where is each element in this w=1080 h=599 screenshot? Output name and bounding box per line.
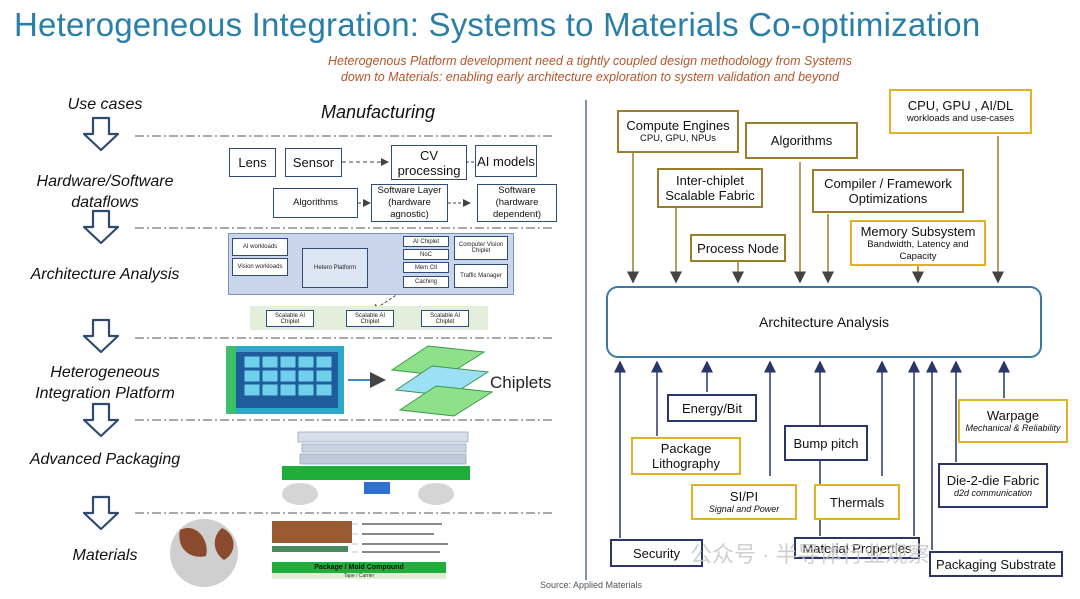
architecture-analysis-box: Architecture Analysis	[606, 286, 1042, 358]
flow-software-layer: Software Layer (hardware agnostic)	[371, 184, 448, 222]
warpage-sub: Mechanical & Reliability	[965, 423, 1061, 433]
thermals-box: Thermals	[814, 484, 900, 520]
package-lithography-box: Package Lithography	[631, 437, 741, 475]
inter-chiplet-fabric-box: Inter-chiplet Scalable Fabric	[657, 168, 763, 208]
flow-algorithms: Algorithms	[273, 188, 358, 218]
arch-cv-chiplet: Computer Vision Chiplet	[454, 236, 508, 260]
tape-carrier-label: Tape / Carrier	[343, 573, 375, 579]
subtitle-line-1: Heterogenous Platform development need a…	[328, 54, 852, 68]
arch-vision-workloads: Vision workloads	[232, 258, 288, 276]
scalable-ai-chiplet-2: Scalable AI Chiplet	[346, 310, 394, 327]
stage-hw-sw-dataflows: Hardware/Software dataflows	[36, 173, 174, 211]
arch-hetero-platform: Hetero Platform	[302, 248, 368, 288]
scalable-ai-chiplet-1: Scalable AI Chiplet	[266, 310, 314, 327]
scalable-ai-chiplet-3: Scalable AI Chiplet	[421, 310, 469, 327]
stage-materials: Materials	[72, 547, 138, 564]
algorithms-box: Algorithms	[745, 122, 858, 159]
stage-architecture-analysis: Architecture Analysis	[30, 266, 180, 283]
memory-subsystem-sub: Bandwidth, Latency and Capacity	[867, 238, 969, 262]
process-node-box: Process Node	[690, 234, 786, 262]
arch-noc: NoC	[403, 249, 449, 260]
compute-engines-title: Compute Engines	[626, 118, 730, 133]
stage-advanced-packaging: Advanced Packaging	[29, 451, 181, 468]
packaging-substrate-box: Packaging Substrate	[929, 551, 1063, 577]
warpage-box: Warpage Mechanical & Reliability	[958, 399, 1068, 443]
compute-engines-sub: CPU, GPU, NPUs	[639, 133, 716, 144]
arch-traffic-manager: Traffic Manager	[454, 264, 508, 288]
cpu-gpu-ai-sub: workloads and use-cases	[906, 113, 1015, 124]
flow-lens: Lens	[229, 148, 276, 177]
compute-engines-box: Compute Engines CPU, GPU, NPUs	[617, 110, 739, 153]
package-mold-label: Package / Mold Compound	[314, 564, 404, 571]
warpage-title: Warpage	[986, 408, 1040, 423]
subtitle-line-2: down to Materials: enabling early archit…	[340, 70, 840, 84]
material-properties-box: Material Properties	[794, 537, 920, 559]
compiler-framework-box: Compiler / Framework Optimizations	[812, 169, 964, 213]
security-box: Security	[610, 539, 703, 567]
page-title: Heterogeneous Integration: Systems to Ma…	[14, 6, 981, 43]
flow-cv-processing: CV processing	[391, 145, 467, 180]
energy-bit-box: Energy/Bit	[667, 394, 757, 422]
manufacturing-label: Manufacturing	[320, 102, 436, 122]
si-pi-title: SI/PI	[729, 489, 759, 504]
die-2-die-sub: d2d communication	[953, 487, 1033, 498]
bump-pitch-box: Bump pitch	[784, 425, 868, 461]
stage-use-cases: Use cases	[67, 96, 143, 113]
memory-subsystem-title: Memory Subsystem	[860, 223, 976, 239]
cpu-gpu-ai-title: CPU, GPU , AI/DL	[907, 98, 1014, 113]
si-pi-sub: Signal and Power	[708, 504, 780, 514]
die-2-die-fabric-box: Die-2-die Fabric d2d communication	[938, 463, 1048, 508]
flow-software-hw-dependent: Software (hardware dependent)	[477, 184, 557, 222]
flow-ai-models: AI models	[475, 145, 537, 177]
cpu-gpu-ai-box: CPU, GPU , AI/DL workloads and use-cases	[889, 89, 1032, 134]
source-credit: Source: Applied Materials	[540, 580, 643, 590]
arch-mem-ctl: Mem Ctl	[403, 262, 449, 273]
arch-ai-workloads: AI workloads	[232, 238, 288, 256]
arch-caching: Caching	[403, 276, 449, 288]
si-pi-box: SI/PI Signal and Power	[691, 484, 797, 520]
memory-subsystem-box: Memory Subsystem Bandwidth, Latency and …	[850, 220, 986, 266]
watermark: 公众号 · 半导体行业观察	[690, 542, 930, 567]
chiplets-label: Chiplets	[490, 373, 552, 392]
die-2-die-title: Die-2-die Fabric	[946, 472, 1040, 488]
flow-sensor: Sensor	[285, 148, 342, 177]
arch-ai-chiplet: AI Chiplet	[403, 236, 449, 247]
stage-heterogeneous-platform: Heterogeneous Integration Platform	[35, 364, 175, 402]
